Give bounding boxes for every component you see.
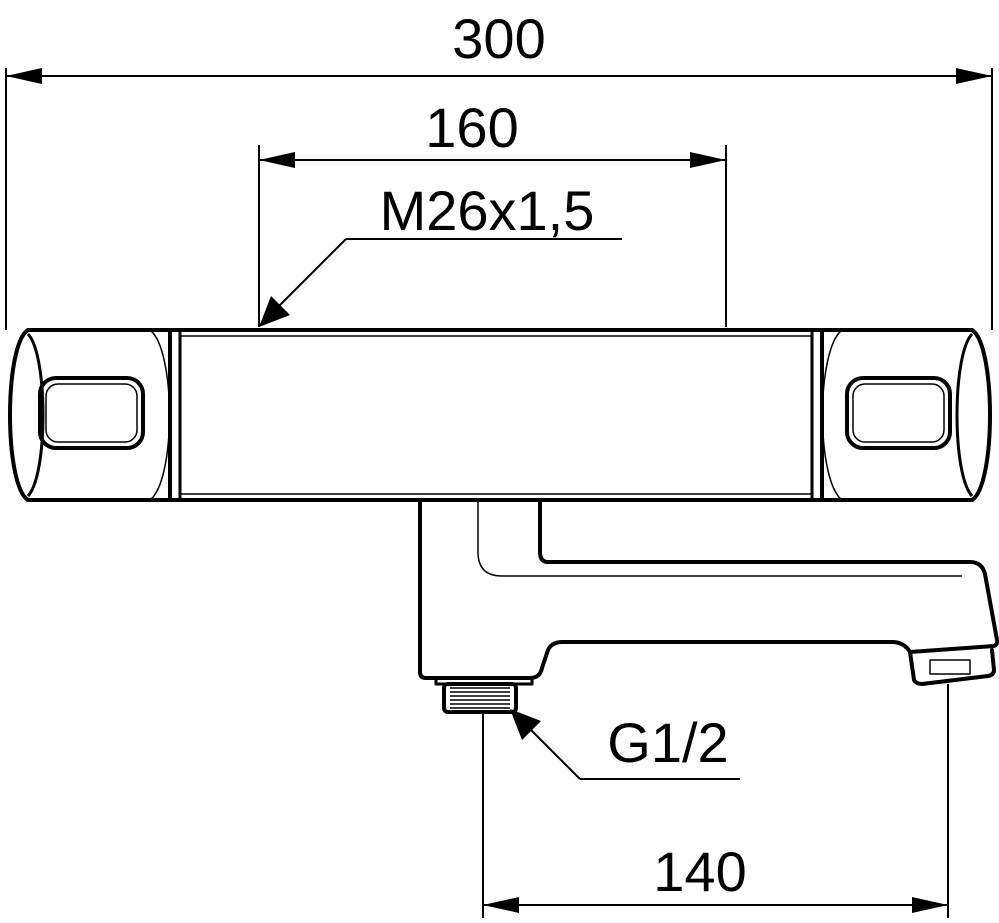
right-handle-edge <box>821 329 843 501</box>
left-end-cap-outer <box>8 328 30 502</box>
leader-arrow-head <box>510 709 541 740</box>
leader-arrow-head <box>259 296 290 327</box>
aerator-insert <box>929 659 971 675</box>
dimension-overall-width: 300 <box>5 7 993 330</box>
dimension-label-140: 140 <box>653 840 746 903</box>
aerator <box>908 648 996 686</box>
dimension-label-160: 160 <box>425 96 518 159</box>
left-handle-grip-inner <box>45 383 138 443</box>
thread-size-label: M26x1,5 <box>380 179 595 242</box>
outlet-connector <box>434 676 534 714</box>
left-handle-grip <box>38 376 145 450</box>
arrow-head-right <box>956 68 992 84</box>
spout-inner-line <box>477 500 962 577</box>
connector-thread <box>442 682 518 714</box>
leader-line <box>277 238 347 308</box>
right-end-cap-outer <box>970 328 992 502</box>
spout <box>418 498 999 686</box>
arrow-head-left <box>6 68 42 84</box>
dimension-outlet-offset: 140 <box>482 684 949 918</box>
thermostat-body <box>8 328 992 502</box>
dimension-connection-spacing: 160 <box>258 96 727 327</box>
left-handle <box>26 328 172 502</box>
left-end-cap-inner <box>26 332 45 498</box>
outlet-thread-label: G1/2 <box>607 711 728 774</box>
arrow-head-right <box>912 897 948 913</box>
thread-ridges <box>450 687 510 709</box>
leader-outlet-thread: G1/2 <box>510 709 740 780</box>
right-end-cap-inner <box>955 332 974 498</box>
dimension-label-300: 300 <box>452 7 545 70</box>
right-handle-grip <box>845 376 952 450</box>
arrow-head-left <box>259 152 295 168</box>
left-handle-edge <box>149 329 171 501</box>
leader-thread-size: M26x1,5 <box>259 179 622 327</box>
right-handle-grip-inner <box>852 383 945 443</box>
arrow-head-right <box>690 152 726 168</box>
arrow-head-left <box>483 897 519 913</box>
